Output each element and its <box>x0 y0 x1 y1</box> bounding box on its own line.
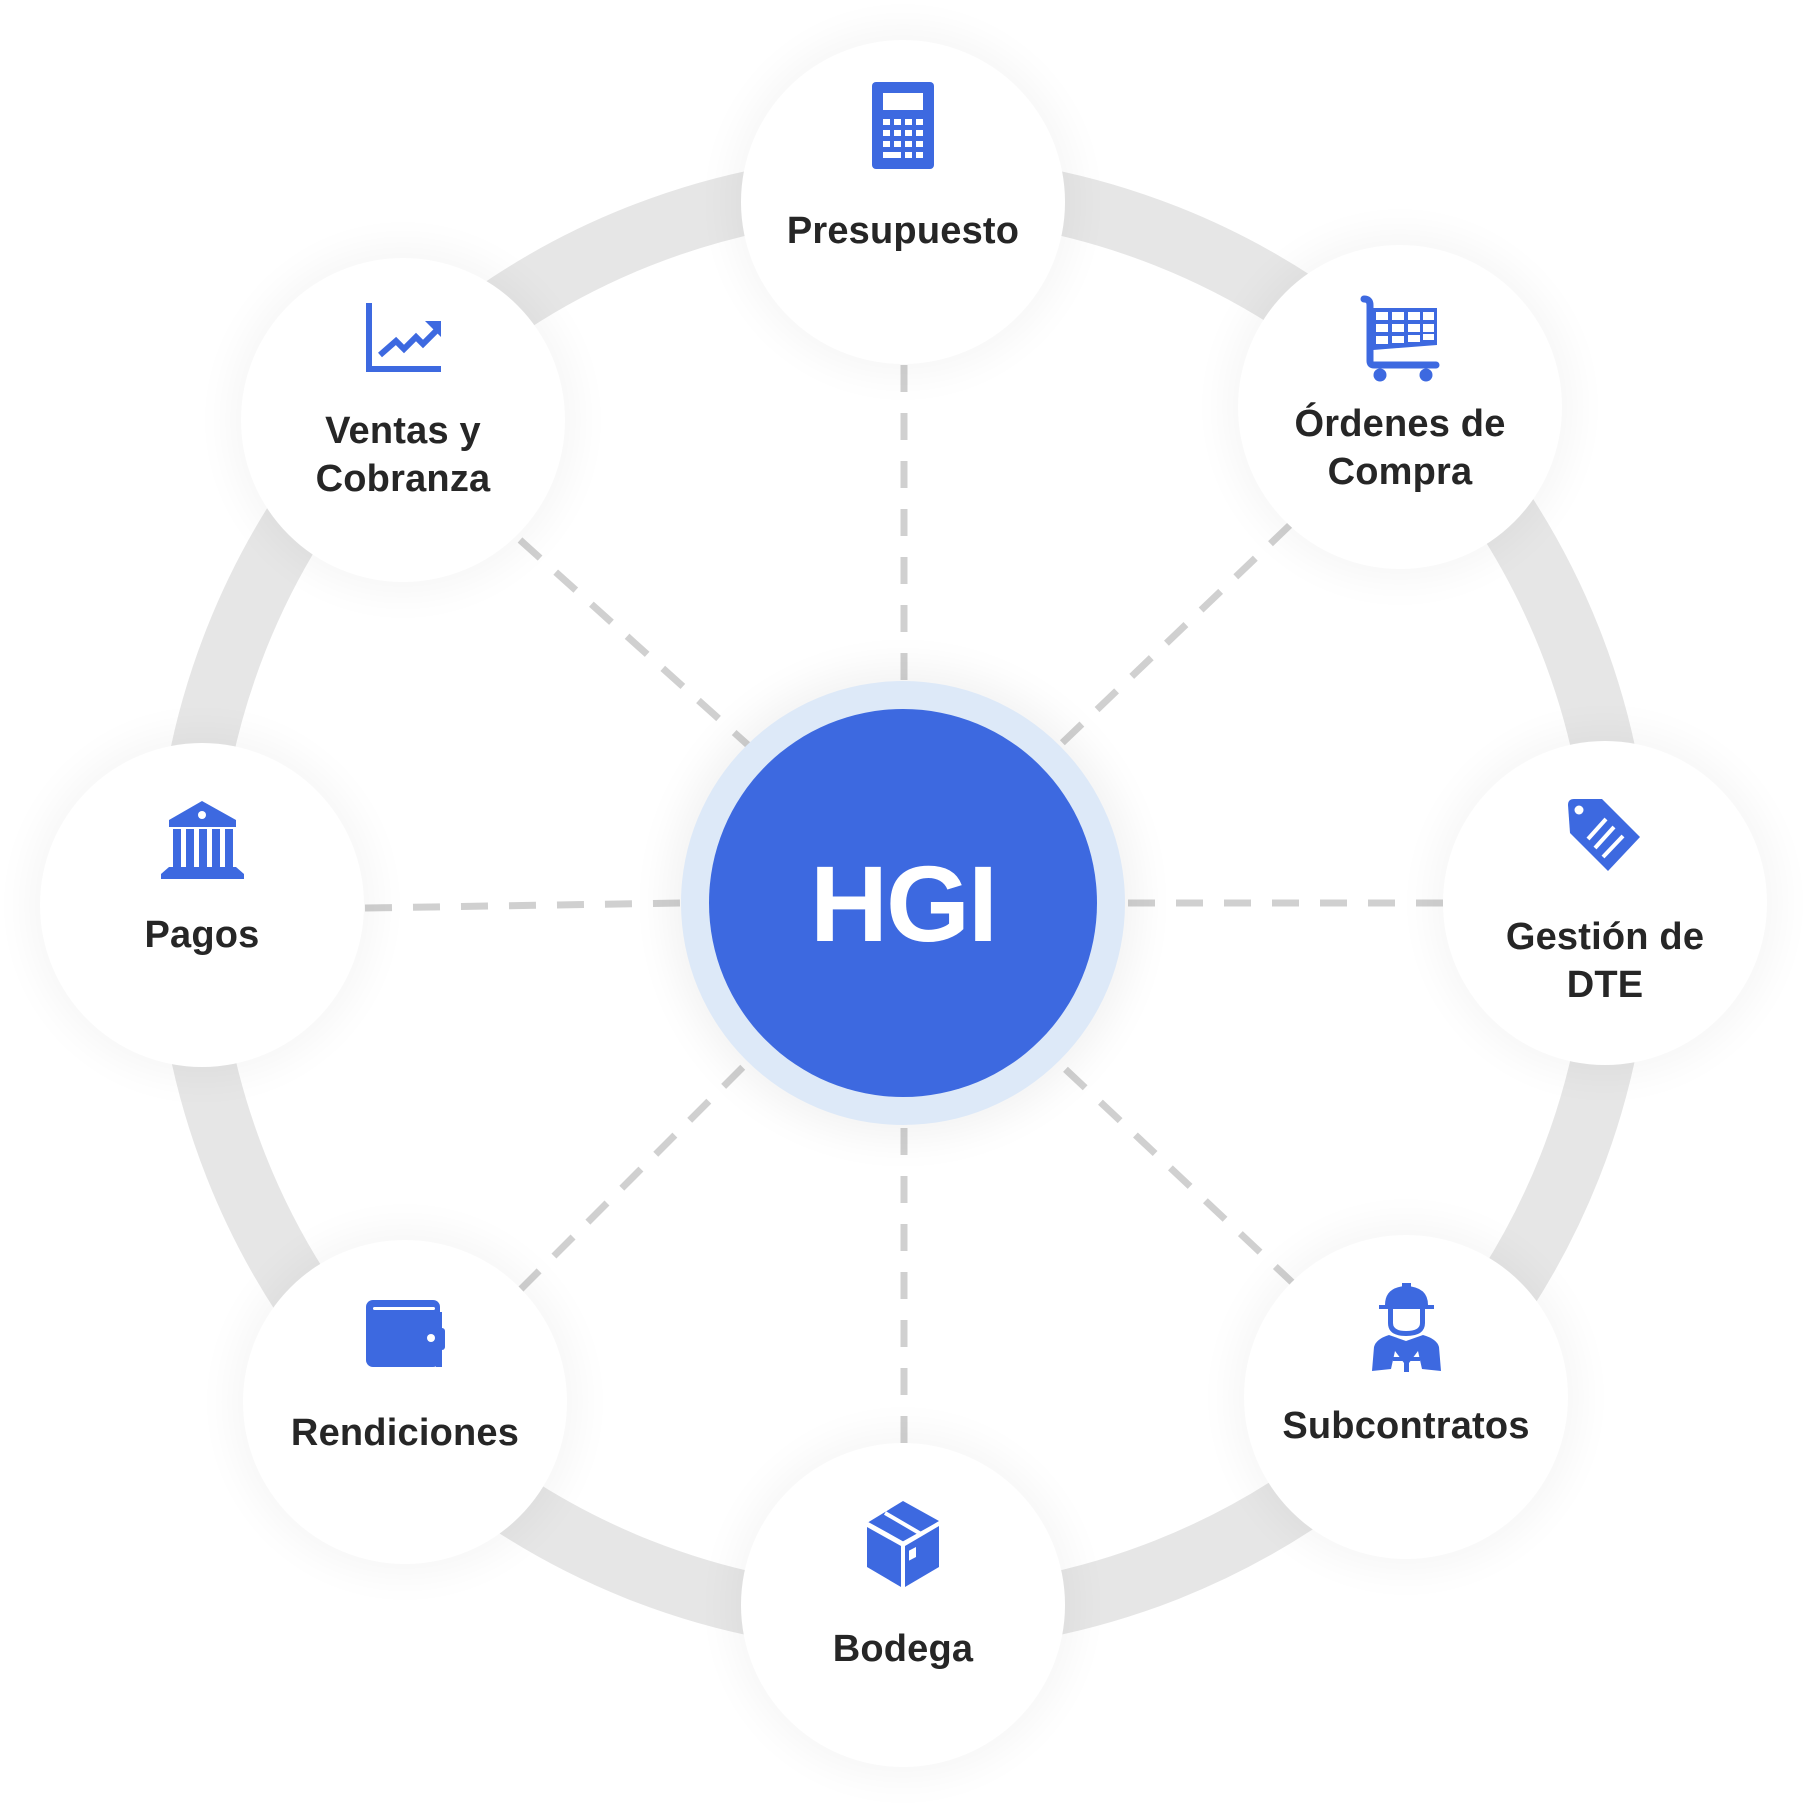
module-ordenes-de-compra[interactable]: Órdenes de Compra <box>1238 245 1562 569</box>
module-pagos[interactable]: Pagos <box>40 743 364 1067</box>
tag-icon <box>1568 799 1640 871</box>
worker-icon <box>1371 1283 1441 1372</box>
hub-hgi[interactable]: HGI <box>709 709 1097 1097</box>
calculator-icon <box>872 82 934 169</box>
module-label: Pagos <box>144 914 260 956</box>
shopping-cart-icon <box>1360 295 1440 382</box>
module-rendiciones[interactable]: Rendiciones <box>243 1240 567 1564</box>
module-bodega[interactable]: Bodega <box>741 1443 1065 1767</box>
module-ventas-y-cobranza[interactable]: Ventas y Cobranza <box>241 258 565 582</box>
trend-chart-icon <box>365 303 441 372</box>
connector-pagos <box>364 899 682 912</box>
wallet-icon <box>365 1300 445 1367</box>
hub-label: HGI <box>809 842 998 964</box>
connector-ventas <box>517 537 751 748</box>
module-label: Órdenes de Compra <box>1294 403 1506 493</box>
connector-ordenes <box>1057 522 1293 748</box>
module-label: Ventas y Cobranza <box>315 410 491 500</box>
module-presupuesto[interactable]: Presupuesto <box>741 40 1065 364</box>
module-label: Bodega <box>832 1628 974 1670</box>
module-label: Presupuesto <box>786 210 1020 252</box>
connector-lines <box>364 365 1443 1443</box>
module-label: Rendiciones <box>290 1412 520 1454</box>
module-gestion-de-dte[interactable]: Gestión de DTE <box>1443 741 1767 1065</box>
module-label: Gestión de DTE <box>1505 916 1705 1006</box>
box-icon <box>867 1501 939 1587</box>
module-subcontratos[interactable]: Subcontratos <box>1244 1235 1568 1559</box>
module-label: Subcontratos <box>1282 1405 1530 1447</box>
bank-icon <box>160 801 244 879</box>
connector-subcontratos <box>1059 1063 1298 1288</box>
connector-rendiciones <box>517 1062 748 1293</box>
